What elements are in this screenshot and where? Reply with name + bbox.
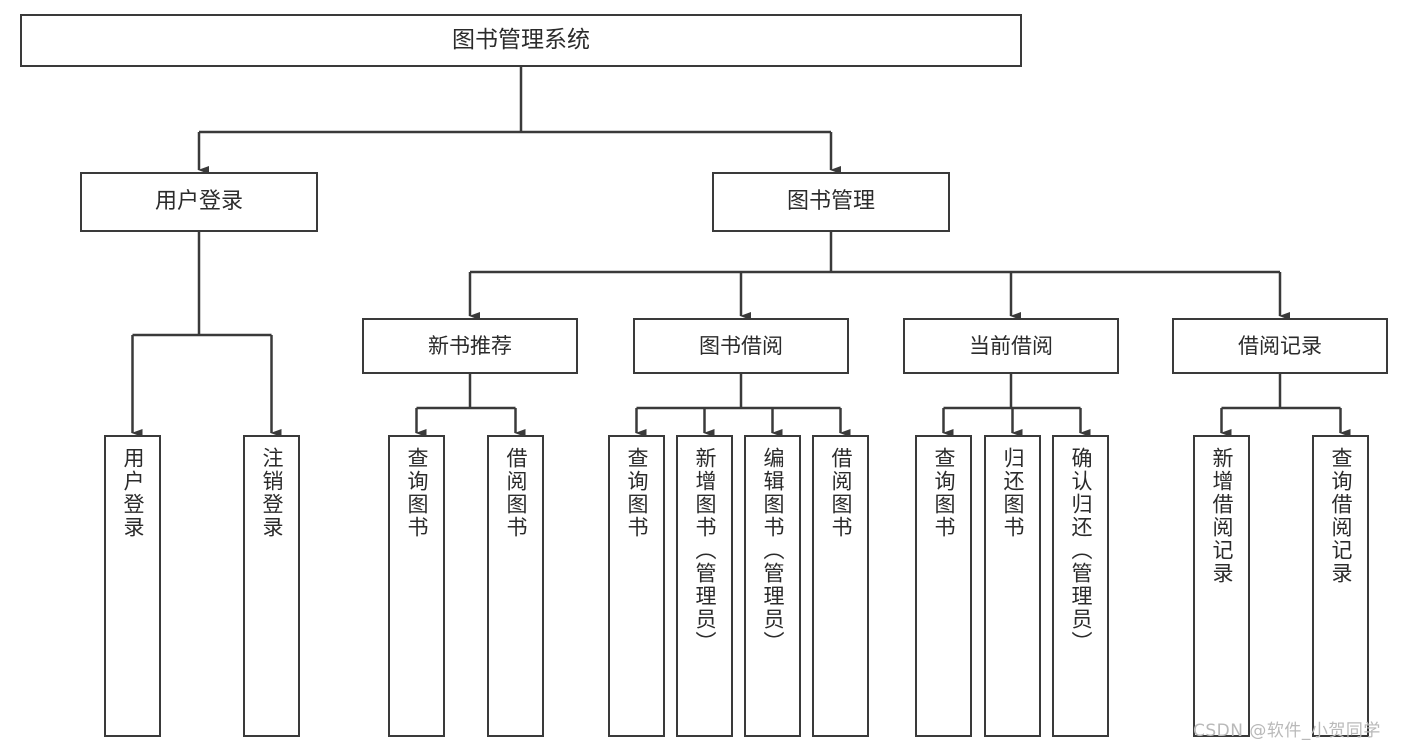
node-root[interactable]: 图书管理系统 <box>20 14 1022 67</box>
connector-paths <box>131 67 1351 437</box>
node-label: 新增图书（管理员） <box>693 447 717 654</box>
node-new-book-rec[interactable]: 新书推荐 <box>362 318 578 374</box>
node-label: 新增借阅记录 <box>1210 447 1234 585</box>
node-label: 借阅记录 <box>1238 333 1322 358</box>
node-leaf-query-book-3[interactable]: 查询图书 <box>915 435 972 737</box>
node-leaf-edit-book[interactable]: 编辑图书（管理员） <box>744 435 801 737</box>
node-label: 用户登录 <box>154 189 243 215</box>
node-leaf-query-book-1[interactable]: 查询图书 <box>388 435 445 737</box>
node-current-borrow[interactable]: 当前借阅 <box>903 318 1119 374</box>
node-label: 确认归还（管理员） <box>1069 447 1093 654</box>
node-label: 借阅图书 <box>829 447 853 539</box>
node-leaf-return-book[interactable]: 归还图书 <box>984 435 1041 737</box>
node-label: 查询借阅记录 <box>1329 447 1353 585</box>
node-leaf-user-login[interactable]: 用户登录 <box>104 435 161 737</box>
node-leaf-query-book-2[interactable]: 查询图书 <box>608 435 665 737</box>
node-label: 用户登录 <box>121 447 145 539</box>
node-label: 图书管理系统 <box>452 27 590 54</box>
node-book-borrow[interactable]: 图书借阅 <box>633 318 849 374</box>
node-label: 查询图书 <box>932 447 956 539</box>
node-label: 图书管理 <box>786 189 875 215</box>
node-label: 查询图书 <box>625 447 649 539</box>
node-leaf-borrow-book-2[interactable]: 借阅图书 <box>812 435 869 737</box>
node-label: 当前借阅 <box>969 333 1053 358</box>
node-book-manage[interactable]: 图书管理 <box>712 172 950 232</box>
node-label: 图书借阅 <box>699 333 783 358</box>
node-borrow-record[interactable]: 借阅记录 <box>1172 318 1388 374</box>
node-label: 归还图书 <box>1001 447 1025 539</box>
node-label: 编辑图书（管理员） <box>761 447 785 654</box>
node-leaf-query-record[interactable]: 查询借阅记录 <box>1312 435 1369 737</box>
node-label: 注销登录 <box>260 447 284 539</box>
node-leaf-borrow-book-1[interactable]: 借阅图书 <box>487 435 544 737</box>
node-leaf-logout[interactable]: 注销登录 <box>243 435 300 737</box>
node-leaf-confirm-return[interactable]: 确认归还（管理员） <box>1052 435 1109 737</box>
node-user-login[interactable]: 用户登录 <box>80 172 318 232</box>
node-label: 查询图书 <box>405 447 429 539</box>
node-label: 新书推荐 <box>428 333 512 358</box>
node-leaf-add-book[interactable]: 新增图书（管理员） <box>676 435 733 737</box>
node-leaf-add-record[interactable]: 新增借阅记录 <box>1193 435 1250 737</box>
node-label: 借阅图书 <box>504 447 528 539</box>
